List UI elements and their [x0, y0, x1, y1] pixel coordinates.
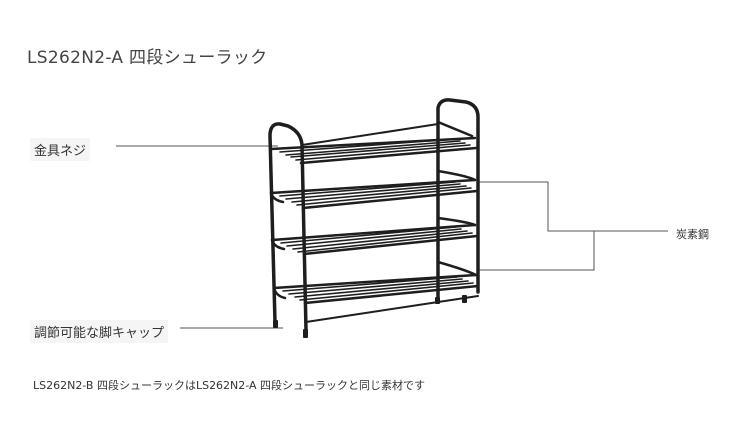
shelf-4 [272, 260, 480, 305]
label-foot-cap-text: 調節可能な脚キャップ [34, 326, 165, 341]
foot-caps [273, 295, 467, 338]
material-note: LS262N2-B 四段シューラックはLS262N2-A 四段シューラックと同じ… [33, 379, 426, 392]
side-rail-left-top [301, 123, 439, 146]
foot-cap-back-left [435, 297, 440, 304]
label-screw: 金具ネジ [30, 138, 91, 161]
shoe-rack [268, 98, 480, 332]
label-steel-text: 炭素鋼 [676, 228, 709, 241]
foot-cap-front-left [273, 320, 278, 328]
label-steel: 炭素鋼 [676, 226, 709, 242]
front-frame [268, 122, 308, 332]
side-rail-right-bottom [305, 295, 479, 323]
shelf-2 [269, 169, 479, 210]
callout-steel-line-lower [478, 230, 595, 271]
label-foot-cap: 調節可能な脚キャップ [30, 320, 169, 343]
shelf-3 [270, 216, 479, 256]
foot-cap-front-right [303, 329, 308, 338]
back-frame [436, 98, 480, 302]
foot-cap-back-right [462, 295, 467, 303]
label-screw-text: 金具ネジ [34, 144, 87, 159]
page-title: LS262N2-A 四段シューラック [27, 48, 268, 68]
callout-lines [116, 145, 668, 329]
callout-steel-line-upper [478, 181, 668, 232]
shelf-1 [269, 120, 478, 165]
